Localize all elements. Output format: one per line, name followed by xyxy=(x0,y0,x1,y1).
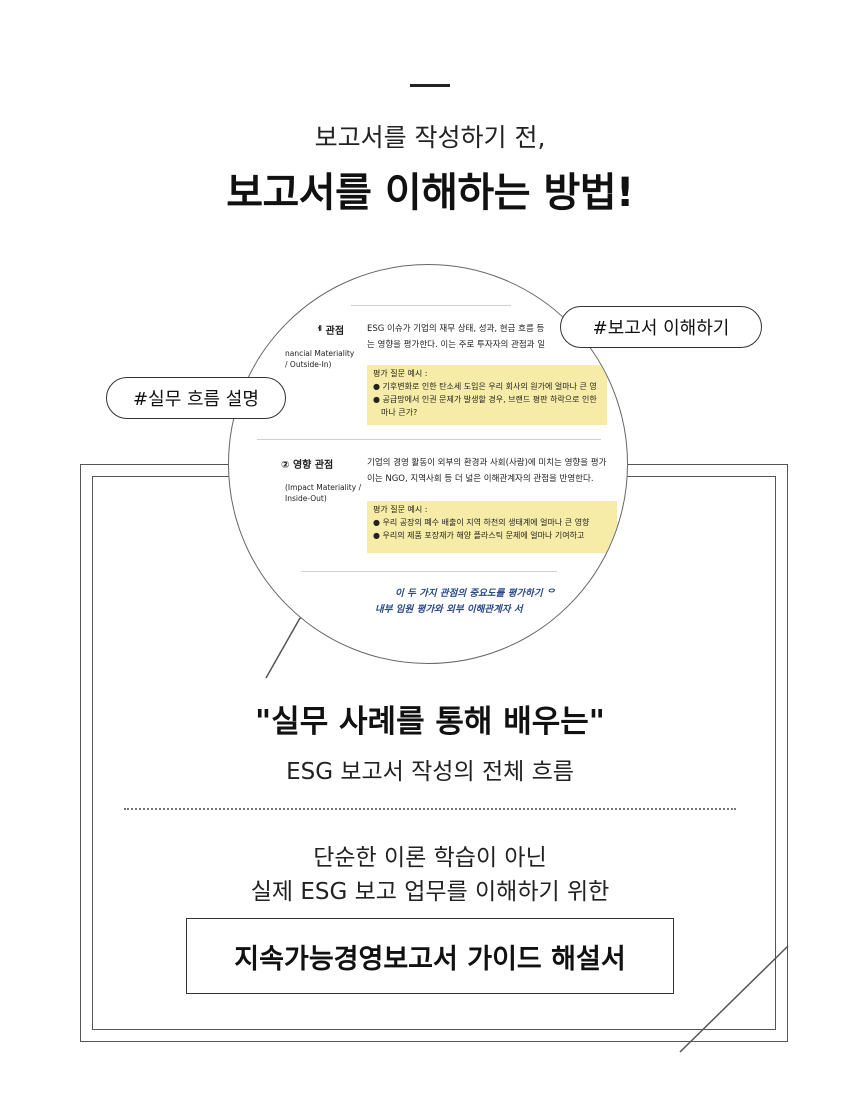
preview-footer: 내부 임원 평가와 외부 이해관계자 서 xyxy=(375,604,523,615)
question-item: ● 우리의 제품 포장재가 해양 플라스틱 문제에 얼마나 기여하고 xyxy=(373,531,585,540)
section1-text: 는 영향을 평가한다. 이는 주로 투자자의 관점과 일 xyxy=(367,340,546,350)
divider xyxy=(301,571,557,572)
page-subtitle: 보고서를 작성하기 전, xyxy=(314,123,546,152)
description-line: 단순한 이론 학습이 아닌 xyxy=(313,845,547,871)
section1-title: ᅦ 관점 xyxy=(313,326,345,337)
guide-title-box: 지속가능경영보고서 가이드 해설서 xyxy=(186,918,674,994)
divider xyxy=(351,305,511,306)
section2-title: ② 영향 관점 xyxy=(281,460,334,471)
tag-understand-report: #보고서 이해하기 xyxy=(560,306,762,348)
preview-footer: 이 두 가지 관점의 중요도를 평가하기 ᄋ xyxy=(395,588,555,599)
section2-sub: Inside-Out) xyxy=(285,494,327,503)
question-item: ● 우리 공장의 폐수 배출이 지역 하천의 생태계에 얼마나 큰 영향 xyxy=(373,518,590,527)
question-item: ● 공급망에서 인권 문제가 발생할 경우, 브랜드 평판 하락으로 인한 xyxy=(373,395,597,404)
flow-subheading: ESG 보고서 작성의 전체 흐름 xyxy=(286,759,574,785)
question-title: 평가 질문 예시 : xyxy=(373,369,428,378)
section1-highlight xyxy=(367,365,607,425)
dotted-divider xyxy=(124,808,736,810)
section1-sub: / Outside-In) xyxy=(285,360,332,369)
page-title: 보고서를 이해하는 방법! xyxy=(226,170,634,216)
section1-text: ESG 이슈가 기업의 재무 상태, 성과, 현금 흐름 등 xyxy=(367,324,545,334)
question-item: 마나 큰가? xyxy=(381,408,418,417)
question-item: ● 기후변화로 인한 탄소세 도입은 우리 회사의 원가에 얼마나 큰 영 xyxy=(373,382,597,391)
magnifier-preview: ᅦ 관점 nancial Materiality / Outside-In) E… xyxy=(228,264,628,664)
section2-text: 이는 NGO, 지역사회 등 더 넓은 이해관계자의 관점을 반영한다. xyxy=(367,474,594,484)
divider xyxy=(257,439,601,440)
quote-heading: "실무 사례를 통해 배우는" xyxy=(255,704,605,740)
title-dash xyxy=(410,84,450,87)
section2-sub: (Impact Materiality / xyxy=(285,483,362,492)
tag-workflow: #실무 흐름 설명 xyxy=(106,377,286,419)
section2-text: 기업의 경영 활동이 외부의 환경과 사회(사람)에 미치는 영향을 평가 xyxy=(367,458,607,468)
description-line: 실제 ESG 보고 업무를 이해하기 위한 xyxy=(250,879,610,905)
section2-highlight xyxy=(367,501,617,553)
section1-sub: nancial Materiality xyxy=(285,349,355,358)
question-title: 평가 질문 예시 : xyxy=(373,505,428,514)
